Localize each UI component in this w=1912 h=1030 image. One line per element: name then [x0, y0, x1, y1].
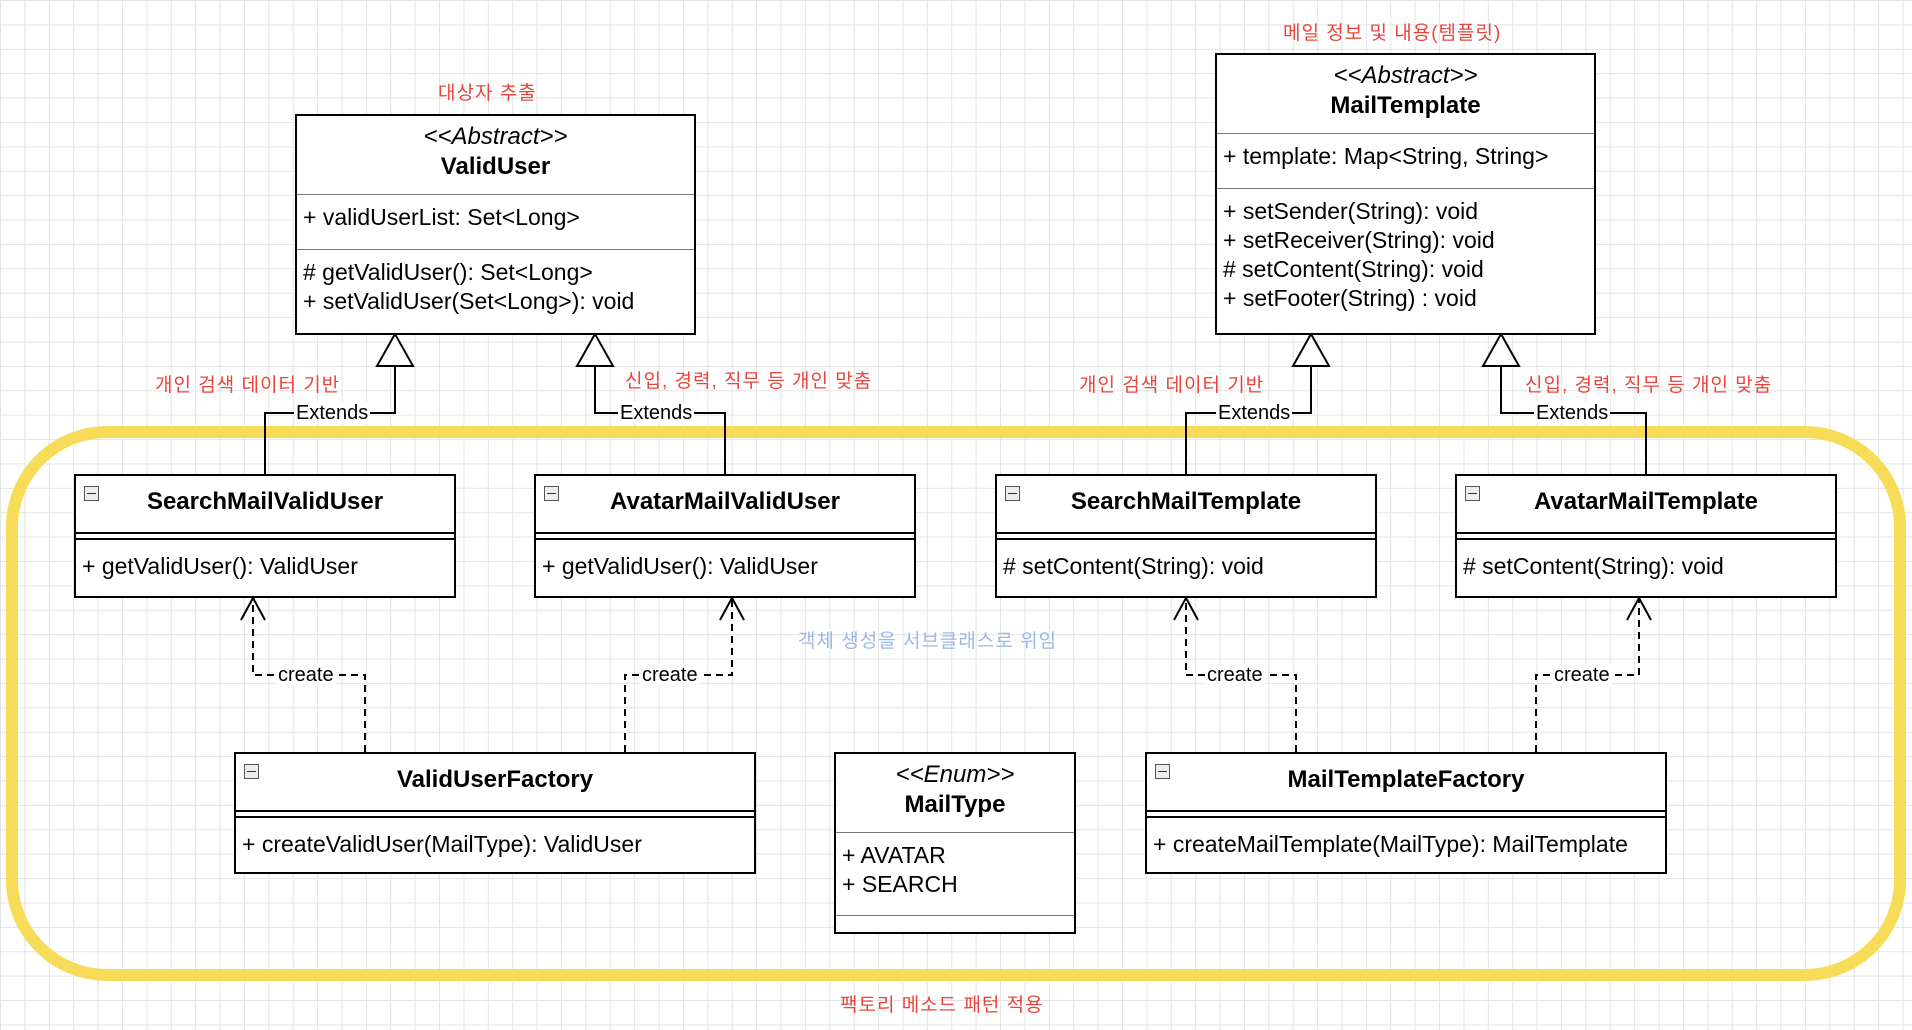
- collapse-icon[interactable]: [1155, 764, 1170, 779]
- stereotype-label: <<Abstract>>: [1333, 62, 1478, 89]
- class-valid-user[interactable]: <<Abstract>> ValidUser + validUserList: …: [295, 114, 696, 335]
- collapse-icon[interactable]: [1465, 486, 1480, 501]
- collapse-icon[interactable]: [1005, 486, 1020, 501]
- inheritance-arrow: [575, 331, 615, 367]
- class-mail-template-factory[interactable]: MailTemplateFactory + createMailTemplate…: [1145, 752, 1667, 874]
- extends-label: Extends: [1216, 402, 1293, 424]
- enum-mail-type[interactable]: <<Enum>> MailType + AVATAR + SEARCH: [834, 752, 1076, 934]
- method: # setContent(String): void: [1003, 553, 1264, 579]
- note-factory-pattern: 팩토리 메소드 패턴 적용: [840, 995, 1044, 1016]
- method: # getValidUser(): Set<Long>: [303, 259, 593, 285]
- note-delegate: 객체 생성을 서브클래스로 위임: [798, 631, 1058, 652]
- attribute: + template: Map<String, String>: [1223, 143, 1549, 169]
- collapse-icon[interactable]: [544, 486, 559, 501]
- open-arrow-head: [1173, 595, 1199, 621]
- class-name: SearchMailValidUser: [146, 488, 384, 515]
- create-label: create: [276, 664, 336, 686]
- extends-label: Extends: [294, 402, 371, 424]
- method: # setContent(String): void: [1463, 553, 1724, 579]
- method: # setContent(String): void: [1223, 256, 1484, 282]
- class-name: ValidUserFactory: [396, 766, 594, 793]
- create-label: create: [1552, 664, 1612, 686]
- attribute: + validUserList: Set<Long>: [303, 204, 580, 230]
- collapse-icon[interactable]: [244, 764, 259, 779]
- method: + setFooter(String) : void: [1223, 285, 1477, 311]
- method: + createValidUser(MailType): ValidUser: [242, 831, 642, 857]
- note-personalized: 신입, 경력, 직무 등 개인 맞춤: [625, 371, 873, 392]
- method: + setReceiver(String): void: [1223, 227, 1495, 253]
- extends-label: Extends: [1534, 402, 1611, 424]
- note-personalized: 신입, 경력, 직무 등 개인 맞춤: [1525, 375, 1773, 396]
- class-avatar-mail-valid-user[interactable]: AvatarMailValidUser + getValidUser(): Va…: [534, 474, 916, 598]
- method: + createMailTemplate(MailType): MailTemp…: [1153, 831, 1628, 857]
- inheritance-arrow: [375, 331, 415, 367]
- method: + getValidUser(): ValidUser: [542, 553, 818, 579]
- method: + setSender(String): void: [1223, 198, 1479, 224]
- class-name: ValidUser: [440, 153, 551, 180]
- class-search-mail-template[interactable]: SearchMailTemplate # setContent(String):…: [995, 474, 1377, 598]
- open-arrow-head: [719, 595, 745, 621]
- factory-pattern-boundary: [6, 426, 1906, 981]
- note-mail-info: 메일 정보 및 내용(템플릿): [1283, 23, 1502, 44]
- class-valid-user-factory[interactable]: ValidUserFactory + createValidUser(MailT…: [234, 752, 756, 874]
- method: + getValidUser(): ValidUser: [82, 553, 358, 579]
- create-edge-avatar-template: [1535, 598, 1640, 752]
- note-target-extraction: 대상자 추출: [438, 83, 537, 104]
- extends-label: Extends: [618, 402, 695, 424]
- class-name: AvatarMailTemplate: [1533, 488, 1759, 515]
- class-avatar-mail-template[interactable]: AvatarMailTemplate # setContent(String):…: [1455, 474, 1837, 598]
- inheritance-arrow: [1481, 331, 1521, 367]
- create-label: create: [1205, 664, 1265, 686]
- create-edge-avatar-valid-user: [624, 598, 733, 752]
- note-personal-search: 개인 검색 데이터 기반: [155, 375, 341, 396]
- note-personal-search: 개인 검색 데이터 기반: [1079, 375, 1265, 396]
- enum-value: + SEARCH: [842, 871, 958, 897]
- class-name: MailTemplateFactory: [1287, 766, 1525, 793]
- method: + setValidUser(Set<Long>): void: [303, 288, 635, 314]
- class-name: MailTemplate: [1330, 92, 1481, 119]
- open-arrow-head: [1626, 595, 1652, 621]
- class-name: AvatarMailValidUser: [610, 488, 840, 515]
- class-name: SearchMailTemplate: [1070, 488, 1302, 515]
- enum-value: + AVATAR: [842, 842, 946, 868]
- create-label: create: [640, 664, 700, 686]
- class-mail-template[interactable]: <<Abstract>> MailTemplate + template: Ma…: [1215, 53, 1596, 335]
- inheritance-arrow: [1291, 331, 1331, 367]
- class-name: MailType: [904, 791, 1006, 818]
- class-search-mail-valid-user[interactable]: SearchMailValidUser + getValidUser(): Va…: [74, 474, 456, 598]
- stereotype-label: <<Enum>>: [895, 761, 1015, 788]
- open-arrow-head: [240, 595, 266, 621]
- collapse-icon[interactable]: [84, 486, 99, 501]
- stereotype-label: <<Abstract>>: [423, 123, 568, 150]
